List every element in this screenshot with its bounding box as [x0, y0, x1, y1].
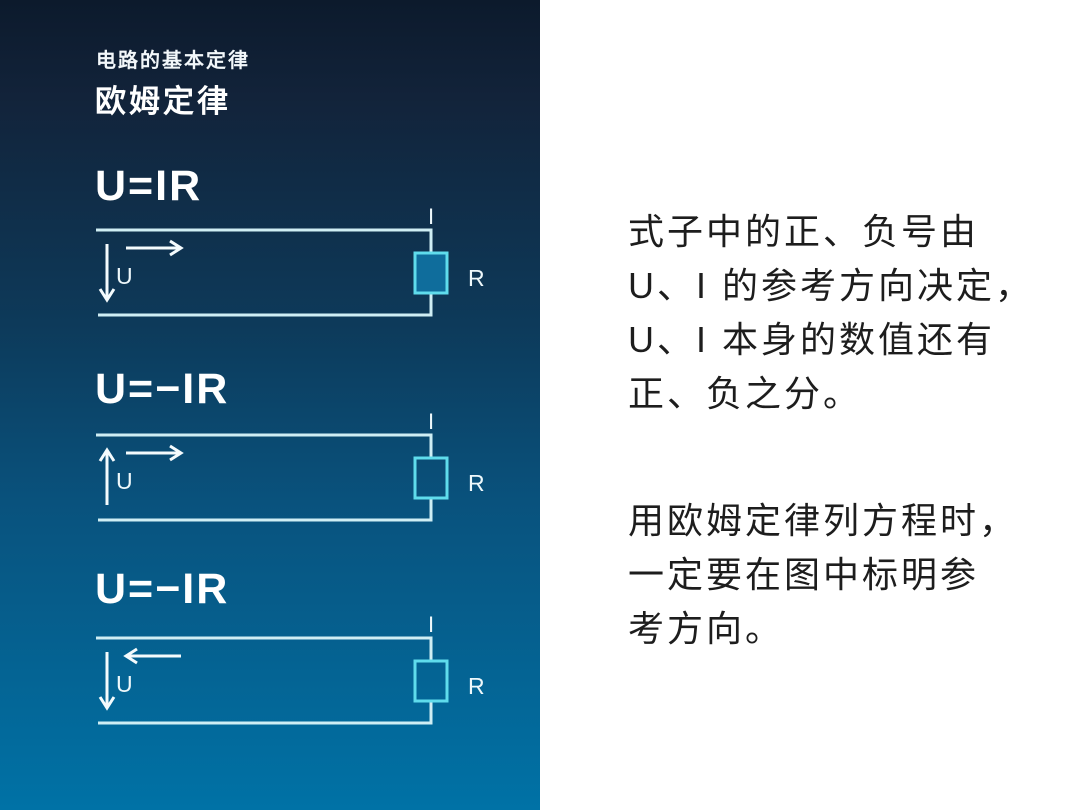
page-title: 欧姆定律: [95, 84, 231, 119]
current-arrow-right-icon: [126, 444, 184, 462]
current-arrow-left-icon: [123, 647, 181, 665]
resistor-label: R: [468, 673, 485, 699]
voltage-arrow-down-icon: [98, 244, 116, 303]
explanation-paragraph-2: 用欧姆定律列方程时， 一定要在图中标明参 考方向。: [628, 500, 1019, 649]
circuit-diagram-3: I U R: [96, 612, 485, 725]
formula-2: U=−IR: [95, 365, 230, 413]
resistor-symbol: [413, 659, 449, 703]
resistor-label: R: [468, 265, 485, 291]
formula-3: U=−IR: [95, 565, 230, 613]
explanation-paragraph-1: 式子中的正、负号由 U、I 的参考方向决定， U、I 本身的数值还有 正、负之分…: [628, 211, 1035, 414]
circuit-diagram-2: I U R: [96, 409, 485, 522]
current-label: I: [428, 409, 434, 434]
kicker-text: 电路的基本定律: [96, 50, 250, 72]
left-panel: 电路的基本定律 欧姆定律 U=IR I U R U=−IR I U R U=−I…: [0, 0, 540, 810]
current-arrow-right-icon: [126, 239, 184, 257]
formula-1: U=IR: [95, 162, 203, 210]
current-label: I: [428, 612, 434, 637]
circuit-wires: [96, 228, 433, 317]
voltage-arrow-down-icon: [98, 652, 116, 711]
current-label: I: [428, 204, 434, 229]
voltage-label: U: [116, 468, 133, 494]
resistor-label: R: [468, 470, 485, 496]
circuit-wires: [96, 636, 433, 725]
voltage-arrow-up-icon: [98, 447, 116, 505]
voltage-label: U: [116, 671, 133, 697]
circuit-wires: [96, 433, 433, 522]
resistor-symbol: [413, 456, 449, 500]
right-panel: 式子中的正、负号由 U、I 的参考方向决定， U、I 本身的数值还有 正、负之分…: [540, 0, 1080, 810]
voltage-label: U: [116, 263, 133, 289]
resistor-symbol: [413, 251, 449, 295]
circuit-diagram-1: I U R: [96, 204, 485, 317]
